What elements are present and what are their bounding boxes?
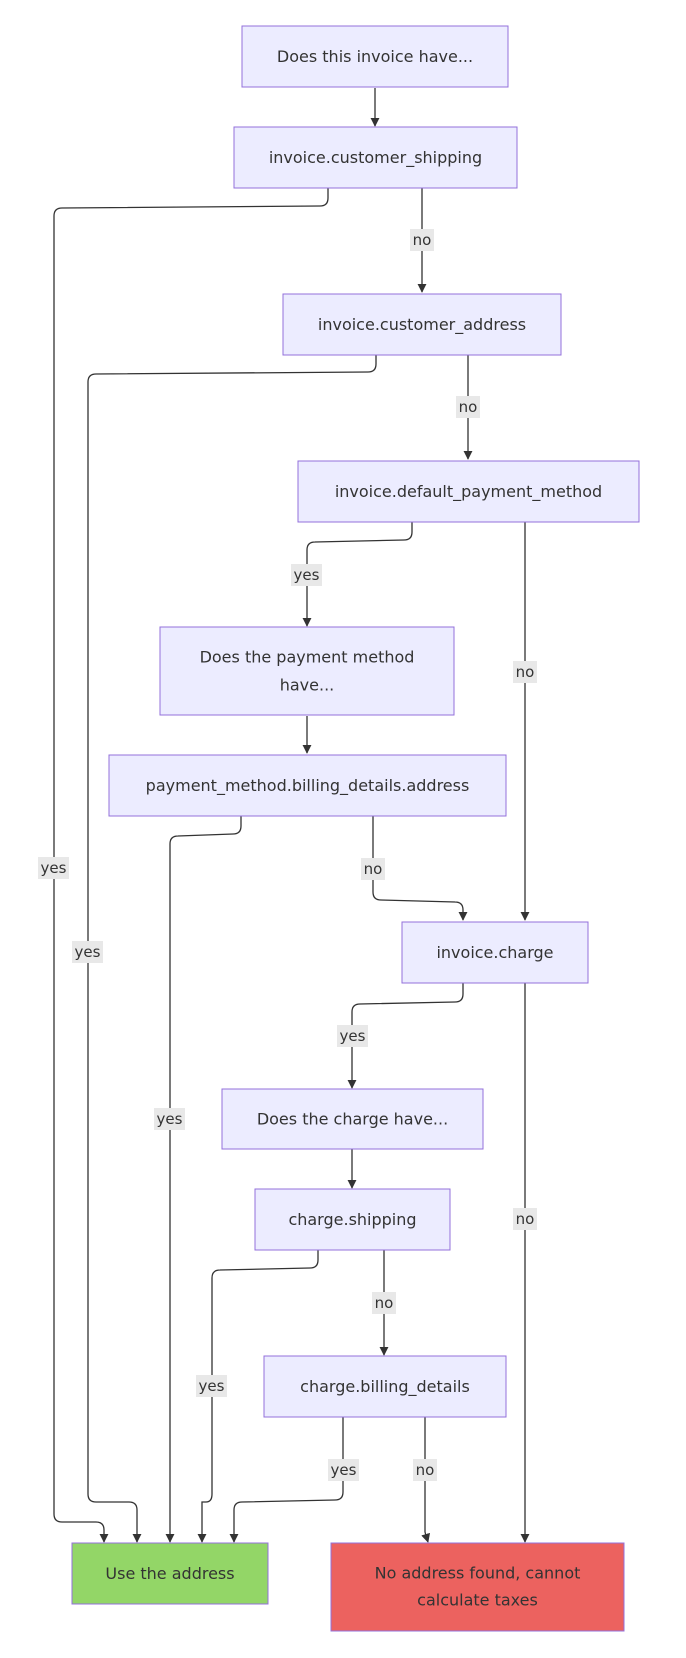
label-shipping-yes: yes — [38, 857, 69, 879]
edge-billing-no — [372, 816, 468, 921]
svg-text:yes: yes — [331, 1461, 357, 1479]
node-use-address: Use the address — [71, 1542, 269, 1605]
svg-text:no: no — [516, 663, 535, 681]
label-cbd-yes: yes — [328, 1459, 359, 1481]
svg-text:charge.billing_details: charge.billing_details — [300, 1377, 470, 1397]
label-dpm-no: no — [513, 661, 537, 683]
svg-text:no: no — [364, 860, 383, 878]
svg-text:yes: yes — [340, 1027, 366, 1045]
svg-text:no: no — [416, 1461, 435, 1479]
svg-text:invoice.default_payment_method: invoice.default_payment_method — [335, 482, 602, 502]
label-charge-yes: yes — [337, 1025, 368, 1047]
label-billing-yes: yes — [154, 1108, 185, 1130]
label-billing-no: no — [361, 858, 385, 880]
svg-text:payment_method.billing_details: payment_method.billing_details.address — [146, 776, 470, 796]
svg-text:Does this invoice have...: Does this invoice have... — [277, 47, 473, 66]
svg-text:Use the address: Use the address — [105, 1564, 234, 1583]
svg-text:yes: yes — [41, 859, 67, 877]
svg-text:Does the charge have...: Does the charge have... — [257, 1110, 448, 1129]
edge-charge-yes — [347, 983, 464, 1089]
label-charge-no: no — [513, 1208, 537, 1230]
svg-text:invoice.customer_address: invoice.customer_address — [318, 315, 526, 335]
svg-text:Does the payment method: Does the payment method — [200, 648, 415, 667]
label-charge-shipping-no: no — [372, 1292, 396, 1314]
svg-text:yes: yes — [157, 1110, 183, 1128]
label-dpm-yes: yes — [291, 564, 322, 586]
edge-dpm-yes — [302, 522, 413, 627]
label-cbd-no: no — [413, 1459, 437, 1481]
svg-text:invoice.charge: invoice.charge — [436, 943, 553, 962]
svg-text:charge.shipping: charge.shipping — [288, 1210, 416, 1229]
svg-text:have...: have... — [280, 676, 335, 695]
node-customer-address: invoice.customer_address — [282, 293, 562, 356]
edge-cbd-no — [421, 1417, 431, 1543]
svg-text:yes: yes — [294, 566, 320, 584]
node-customer-shipping: invoice.customer_shipping — [233, 126, 518, 189]
node-charge-start: Does the charge have... — [221, 1088, 484, 1150]
label-shipping-no: no — [410, 229, 434, 251]
node-invoice-start: Does this invoice have... — [241, 25, 509, 88]
edge-charge-shipping-yes — [197, 1250, 319, 1543]
node-no-address: No address found, cannot calculate taxes — [330, 1542, 625, 1632]
node-default-payment-method: invoice.default_payment_method — [297, 460, 640, 523]
svg-text:No address found, cannot: No address found, cannot — [375, 1564, 581, 1583]
svg-text:no: no — [413, 231, 432, 249]
svg-text:yes: yes — [199, 1377, 225, 1395]
edge-billing-yes — [165, 816, 242, 1543]
svg-text:no: no — [516, 1210, 535, 1228]
svg-text:yes: yes — [75, 943, 101, 961]
edge-address-yes — [87, 355, 377, 1543]
node-payment-method-start: Does the payment method have... — [159, 626, 455, 716]
node-billing-details-address: payment_method.billing_details.address — [108, 754, 507, 817]
edge-cbd-yes — [229, 1417, 344, 1543]
svg-text:calculate taxes: calculate taxes — [417, 1591, 538, 1610]
svg-text:invoice.customer_shipping: invoice.customer_shipping — [269, 148, 482, 168]
node-invoice-charge: invoice.charge — [401, 921, 589, 984]
svg-text:no: no — [375, 1294, 394, 1312]
node-charge-shipping: charge.shipping — [254, 1188, 451, 1251]
node-charge-billing-details: charge.billing_details — [263, 1355, 507, 1418]
label-address-no: no — [456, 396, 480, 418]
edge-shipping-yes — [53, 188, 329, 1543]
label-address-yes: yes — [72, 941, 103, 963]
svg-text:no: no — [459, 398, 478, 416]
label-charge-shipping-yes: yes — [196, 1375, 227, 1397]
